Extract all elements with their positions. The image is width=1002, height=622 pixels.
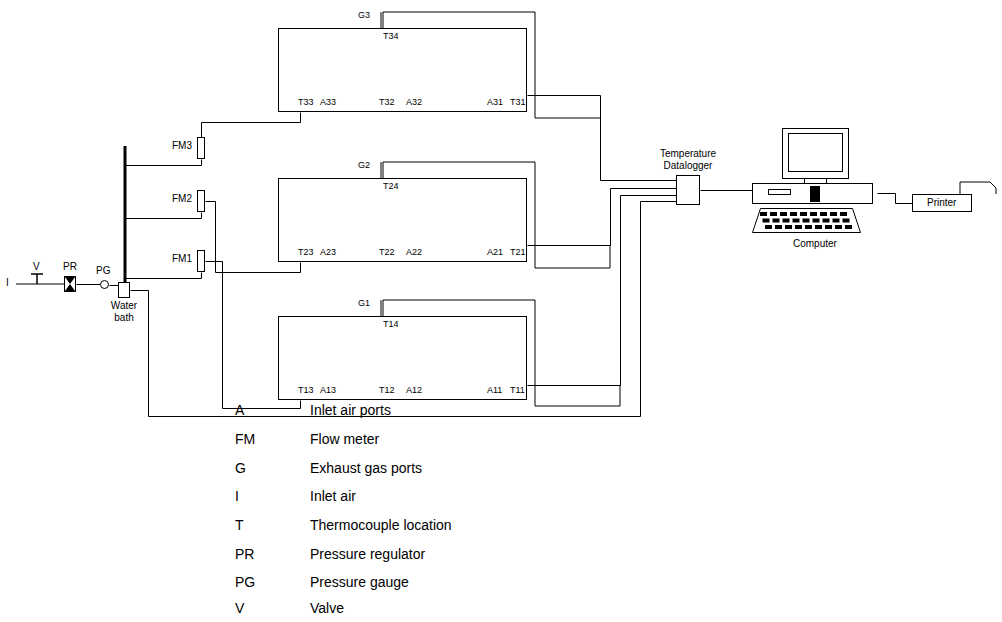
gas-port	[381, 12, 383, 28]
thermo-label: A22	[406, 247, 422, 258]
port-label: G1	[358, 298, 370, 309]
key-letter: V	[235, 600, 244, 617]
pipe-line	[77, 284, 101, 285]
thermo-label: T11	[510, 385, 525, 396]
pipe-connector	[77, 284, 101, 285]
pipe-line	[528, 196, 677, 386]
pipe-connector	[701, 190, 753, 191]
regulator-symbol	[64, 276, 76, 292]
thermo-label: T23	[298, 247, 314, 258]
pipe-connector	[528, 189, 677, 246]
node-label: PG	[96, 265, 110, 277]
node-label: Computer	[793, 238, 837, 250]
thermo-label: A13	[320, 385, 336, 396]
pipe-line	[126, 160, 202, 283]
flow-meter: FM2	[197, 190, 205, 212]
pipe-connector	[126, 160, 202, 283]
key-description: Flow meter	[310, 431, 379, 448]
pressure-gauge: PG	[100, 280, 109, 289]
flow-meter: FM1	[197, 250, 205, 272]
thermo-label: T32	[379, 97, 395, 108]
key-description: Valve	[310, 600, 344, 617]
node-label: Printer	[927, 197, 956, 209]
pipe-line	[528, 189, 677, 246]
key-letter: A	[235, 402, 244, 419]
symbol-label: V	[33, 261, 40, 273]
printer-paper	[960, 182, 996, 194]
thermo-label: A12	[406, 385, 422, 396]
printer-box: Printer	[912, 194, 972, 212]
pipe-connector	[126, 213, 202, 283]
node-label: FM2	[172, 193, 192, 205]
node-label: PR	[63, 261, 77, 273]
key-description: Thermocouple location	[310, 517, 452, 534]
thermo-label: A23	[320, 247, 336, 258]
node-label: FM1	[172, 253, 192, 265]
key-letter: PG	[235, 574, 255, 591]
gas-port	[381, 300, 383, 316]
thermo-label: T14	[383, 319, 399, 330]
key-letter: FM	[235, 431, 255, 448]
flow-meter: FM3	[197, 137, 205, 159]
key-letter: I	[235, 488, 239, 505]
thermo-label: A31	[487, 97, 503, 108]
port-label: G3	[358, 10, 370, 21]
node-label: Water bath	[102, 300, 146, 324]
pipe-line	[206, 262, 301, 409]
pipe-line	[701, 190, 753, 191]
key-description: Inlet air	[310, 488, 356, 505]
pipe-connector	[202, 113, 301, 138]
reactor-box: G1T14T13A13T12A12A11T11	[278, 316, 527, 400]
reactor-box: G2T24T23A23T22A22A21T21	[278, 178, 527, 262]
valve-symbol	[31, 274, 43, 284]
key-description: Pressure gauge	[310, 574, 409, 591]
key-letter: PR	[235, 546, 254, 563]
key-letter: T	[235, 517, 244, 534]
inlet-pipe	[16, 284, 64, 285]
pipe-connector	[528, 96, 677, 181]
node-label: FM3	[172, 140, 192, 152]
thermo-label: T33	[298, 97, 314, 108]
thermo-label: T34	[383, 31, 399, 42]
node-label: Temperature Datalogger	[643, 148, 733, 172]
thermo-label: A32	[406, 97, 422, 108]
gas-port	[381, 162, 383, 178]
thermo-label: T21	[510, 247, 526, 258]
pipe-line	[528, 96, 677, 181]
pipe-connector	[528, 196, 677, 386]
pipe-connector	[878, 194, 913, 204]
pipe-line	[202, 113, 301, 138]
pipe-connector	[131, 202, 677, 417]
key-description: Inlet air ports	[310, 402, 391, 419]
thermo-label: A11	[487, 385, 502, 396]
thermo-label: T13	[298, 385, 314, 396]
thermo-label: T12	[379, 385, 395, 396]
thermo-label: T31	[510, 97, 526, 108]
key-description: Pressure regulator	[310, 546, 425, 563]
pipe-connector	[126, 273, 202, 283]
pipe-line	[126, 273, 202, 283]
reactor-box: G3T34T33A33T32A32A31T31	[278, 28, 527, 112]
thermo-label: A33	[320, 97, 336, 108]
port-label: G2	[358, 160, 370, 171]
symbol-label: I	[6, 277, 9, 289]
pipe-line	[126, 213, 202, 283]
pipe-line	[131, 202, 677, 417]
water-bath: Water bath	[118, 282, 130, 298]
thermo-label: A21	[487, 247, 503, 258]
pipe-line	[878, 194, 913, 204]
thermo-label: T24	[383, 181, 399, 192]
pipe-connector	[206, 262, 301, 409]
pressure-regulator: PR	[64, 276, 76, 292]
key-description: Exhaust gas ports	[310, 460, 422, 477]
computer-drawing	[752, 128, 877, 236]
datalogger-box: Temperature Datalogger	[676, 175, 700, 205]
key-letter: G	[235, 460, 246, 477]
thermo-label: T22	[379, 247, 395, 258]
computer-icon: Computer	[752, 128, 877, 254]
